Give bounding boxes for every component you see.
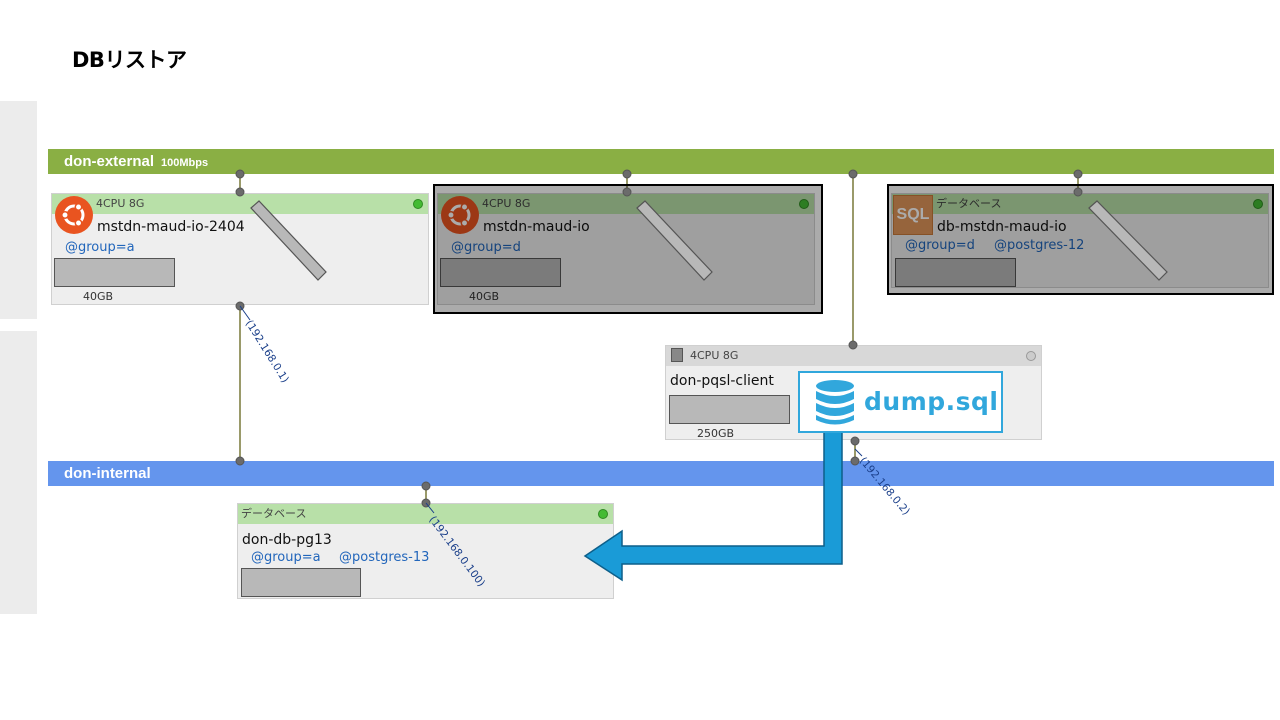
card-header: 4CPU 8G: [52, 194, 428, 214]
connector-dot: [850, 436, 860, 446]
card-header: データベース: [238, 504, 613, 524]
server-spec: 4CPU 8G: [96, 197, 145, 210]
connector-dot: [850, 456, 860, 466]
tag-label[interactable]: @group=d: [451, 240, 521, 255]
redacted-field: [440, 258, 561, 287]
tag-label[interactable]: @group=a: [65, 240, 135, 255]
network-name: don-internal: [64, 465, 151, 482]
server-card[interactable]: 4CPU 8G mstdn-maud-io-2404 @group=a 40GB: [51, 193, 429, 305]
plug-stick: [1088, 200, 1168, 281]
dimmed-overlay: [433, 184, 823, 314]
connector-dot: [622, 187, 632, 197]
database-icon: [816, 380, 854, 425]
connector-dot: [421, 481, 431, 491]
server-card[interactable]: データベース don-db-pg13 @group=a @postgres-13: [237, 503, 614, 599]
card-header: 4CPU 8G: [666, 346, 1041, 366]
server-spec: 4CPU 8G: [690, 349, 739, 362]
status-indicator: [1253, 199, 1263, 209]
server-name: mstdn-maud-io: [483, 219, 590, 235]
sql-icon: SQL: [893, 195, 933, 235]
redacted-field: [669, 395, 790, 424]
ubuntu-icon: [55, 196, 93, 234]
status-indicator: [799, 199, 809, 209]
status-indicator: [1026, 351, 1036, 361]
plug-stick: [250, 200, 327, 281]
restore-arrow: [583, 431, 843, 582]
ip-tick: [239, 305, 251, 321]
status-indicator: [413, 199, 423, 209]
disk-size: 250GB: [697, 427, 735, 440]
redacted-field: [241, 568, 361, 597]
connector-dot: [848, 169, 858, 179]
redacted-field: [895, 258, 1016, 287]
tag-label[interactable]: @group=d: [905, 238, 975, 253]
card-header: データベース: [892, 194, 1268, 214]
status-indicator: [598, 509, 608, 519]
redacted-field: [54, 258, 175, 287]
tag-label[interactable]: @postgres-12: [994, 238, 1085, 253]
tag-label[interactable]: @group=a: [251, 550, 321, 565]
connector-dot: [235, 169, 245, 179]
connector-dot: [235, 456, 245, 466]
server-card[interactable]: データベース SQL db-mstdn-maud-io @group=d @po…: [891, 193, 1269, 288]
connector-dot: [622, 169, 632, 179]
connector-dot: [848, 340, 858, 350]
network-external[interactable]: don-external 100Mbps: [48, 149, 1274, 174]
server-name: don-pqsl-client: [670, 373, 774, 389]
disk-size: 40GB: [83, 290, 114, 303]
ubuntu-icon: [441, 196, 479, 234]
server-spec: データベース: [241, 507, 307, 520]
network-internal[interactable]: don-internal: [48, 461, 1274, 486]
dimmed-overlay: [887, 184, 1274, 295]
server-icon: [671, 348, 683, 362]
server-name: db-mstdn-maud-io: [937, 219, 1067, 235]
plug-stick: [636, 200, 713, 281]
tag-label[interactable]: @postgres-13: [339, 550, 430, 565]
connector-dot: [235, 187, 245, 197]
card-header: 4CPU 8G: [438, 194, 814, 214]
connector-dot: [1073, 187, 1083, 197]
server-spec: 4CPU 8G: [482, 197, 531, 210]
ip-tick: [425, 502, 435, 514]
server-card[interactable]: 4CPU 8G mstdn-maud-io @group=d 40GB: [437, 193, 815, 305]
server-name: mstdn-maud-io-2404: [97, 219, 245, 235]
dump-file-callout[interactable]: dump.sql: [798, 371, 1003, 433]
left-panel-external: [0, 101, 37, 319]
server-spec: データベース: [936, 197, 1002, 210]
ip-tick: [854, 448, 863, 457]
page-title: DBリストア: [72, 48, 187, 72]
left-panel-internal: [0, 331, 37, 614]
dump-file-label: dump.sql: [864, 387, 999, 416]
network-speed: 100Mbps: [161, 156, 209, 169]
network-name: don-external: [64, 153, 155, 170]
disk-size: 40GB: [469, 290, 500, 303]
server-name: don-db-pg13: [242, 532, 332, 548]
connector-dot: [1073, 169, 1083, 179]
